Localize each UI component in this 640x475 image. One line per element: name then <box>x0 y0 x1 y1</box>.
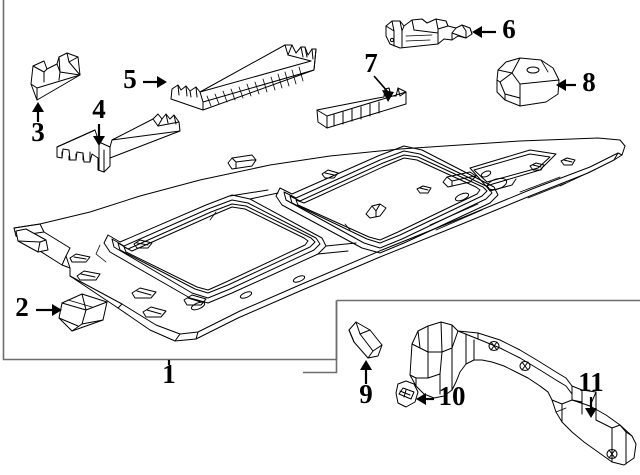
part-9-retaining-clip <box>348 321 383 359</box>
leader-10 <box>416 393 434 405</box>
frame-rear-parts <box>303 299 640 374</box>
callout-label-11: 11 <box>578 367 604 397</box>
callout-label-7: 7 <box>364 48 378 78</box>
part-8-sun-visor-cover <box>496 57 560 107</box>
part-11-rear-pillar-structural-rail <box>409 321 637 466</box>
callout-label-10: 10 <box>439 381 466 411</box>
leader-5 <box>143 76 167 88</box>
leader-3 <box>32 102 44 122</box>
leader-7 <box>373 75 394 102</box>
callout-label-9: 9 <box>359 379 373 409</box>
callout-label-4: 4 <box>92 94 106 124</box>
part-10-round-grommet-cap <box>395 380 419 408</box>
part-5-ribbed-sunshade-tray <box>170 44 317 111</box>
leader-2 <box>36 304 62 316</box>
callout-label-6: 6 <box>502 14 516 44</box>
callout-label-1: 1 <box>162 359 176 389</box>
leader-6 <box>472 26 496 38</box>
headliner-mounting-clips <box>69 157 576 318</box>
part-7-segmented-roof-rail-trim <box>316 87 407 129</box>
leader-4 <box>93 124 105 146</box>
part-3-grab-handle-bracket <box>30 52 81 101</box>
callout-label-8: 8 <box>582 67 596 97</box>
part-1-headliner-main-panel <box>13 137 626 342</box>
leader-11 <box>585 397 597 418</box>
callout-label-2: 2 <box>15 292 29 322</box>
part-4-support-rail-bracket <box>56 113 181 173</box>
leader-8 <box>556 79 576 91</box>
part-2-headliner-rear-trim-insert <box>58 293 108 332</box>
callout-label-5: 5 <box>123 64 137 94</box>
callout-label-3: 3 <box>31 117 45 147</box>
part-6-overhead-console-housing <box>385 18 473 49</box>
leader-9 <box>360 360 372 384</box>
